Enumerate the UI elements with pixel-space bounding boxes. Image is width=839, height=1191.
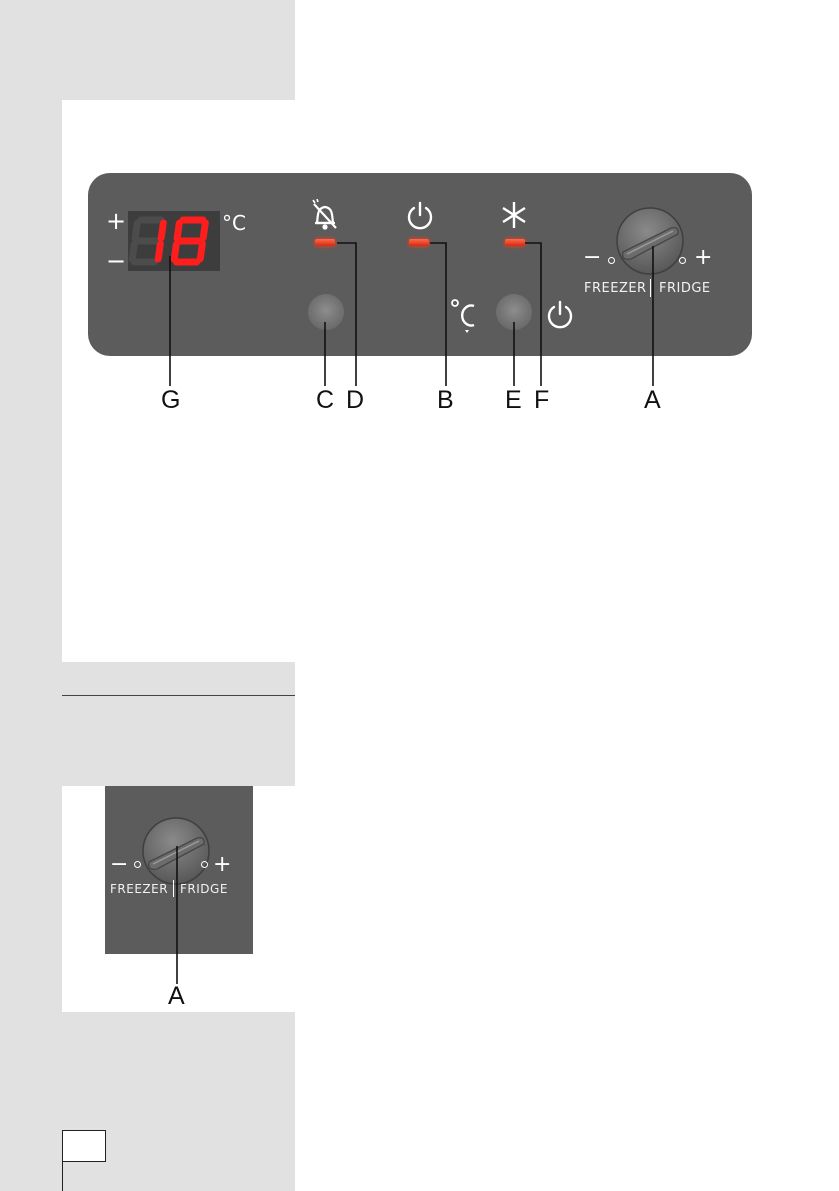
alarm-button[interactable] [308,294,344,330]
sidebar-left-strip [0,100,62,1191]
inset-dial-minus-label: − [110,852,129,877]
page-edge-line [62,1162,63,1191]
digit-eight [170,216,209,266]
inset-dial-min-marker [134,861,141,868]
alarm-led [315,239,335,246]
callout-f: F [534,386,550,414]
callout-c: C [316,386,335,414]
dial-minus-label: − [583,245,602,270]
sidebar-section-block [62,662,295,786]
alarm-off-bell-icon [312,199,337,230]
inset-fridge-label: FRIDGE [180,882,228,896]
dial-plus-label: + [694,245,713,270]
inset-dial-panel: − + FREEZER FRIDGE [105,786,253,954]
control-panel: + − [88,173,752,356]
inset-dial-separator [173,880,174,897]
snowflake-icon [502,202,526,228]
dial-min-marker [608,257,615,264]
inset-callout-line [176,846,178,984]
temp-minus-label[interactable]: − [106,247,127,275]
callout-d: D [346,386,365,414]
temperature-display: 18 [128,211,220,271]
celsius-unit: °C [222,211,246,235]
sidebar-bottom [62,1012,295,1191]
digit-one [154,219,167,263]
dial-max-marker [679,257,686,264]
callout-e: E [505,386,522,414]
inset-callout-a: A [168,982,185,1010]
super-freeze-led [505,239,525,246]
power-led [409,239,429,246]
temp-plus-label[interactable]: + [106,207,127,235]
power-icon [547,300,573,329]
callout-lines [169,242,654,386]
page-number-box [62,1130,106,1162]
callout-g: G [161,386,181,414]
seven-segment-digits [128,216,209,266]
freezer-label: FREEZER [584,281,647,296]
inset-dial-plus-label: + [213,852,232,877]
power-icon [407,201,433,230]
callout-a: A [644,386,661,414]
thermostat-dial[interactable] [615,206,685,276]
section-rule [62,695,295,696]
dial-separator [650,279,651,297]
sidebar-top [0,0,295,100]
temperature-icon [451,299,475,333]
callout-b: B [437,386,454,414]
inset-freezer-label: FREEZER [110,882,169,896]
fridge-label: FRIDGE [659,281,711,296]
inset-dial-max-marker [201,861,208,868]
